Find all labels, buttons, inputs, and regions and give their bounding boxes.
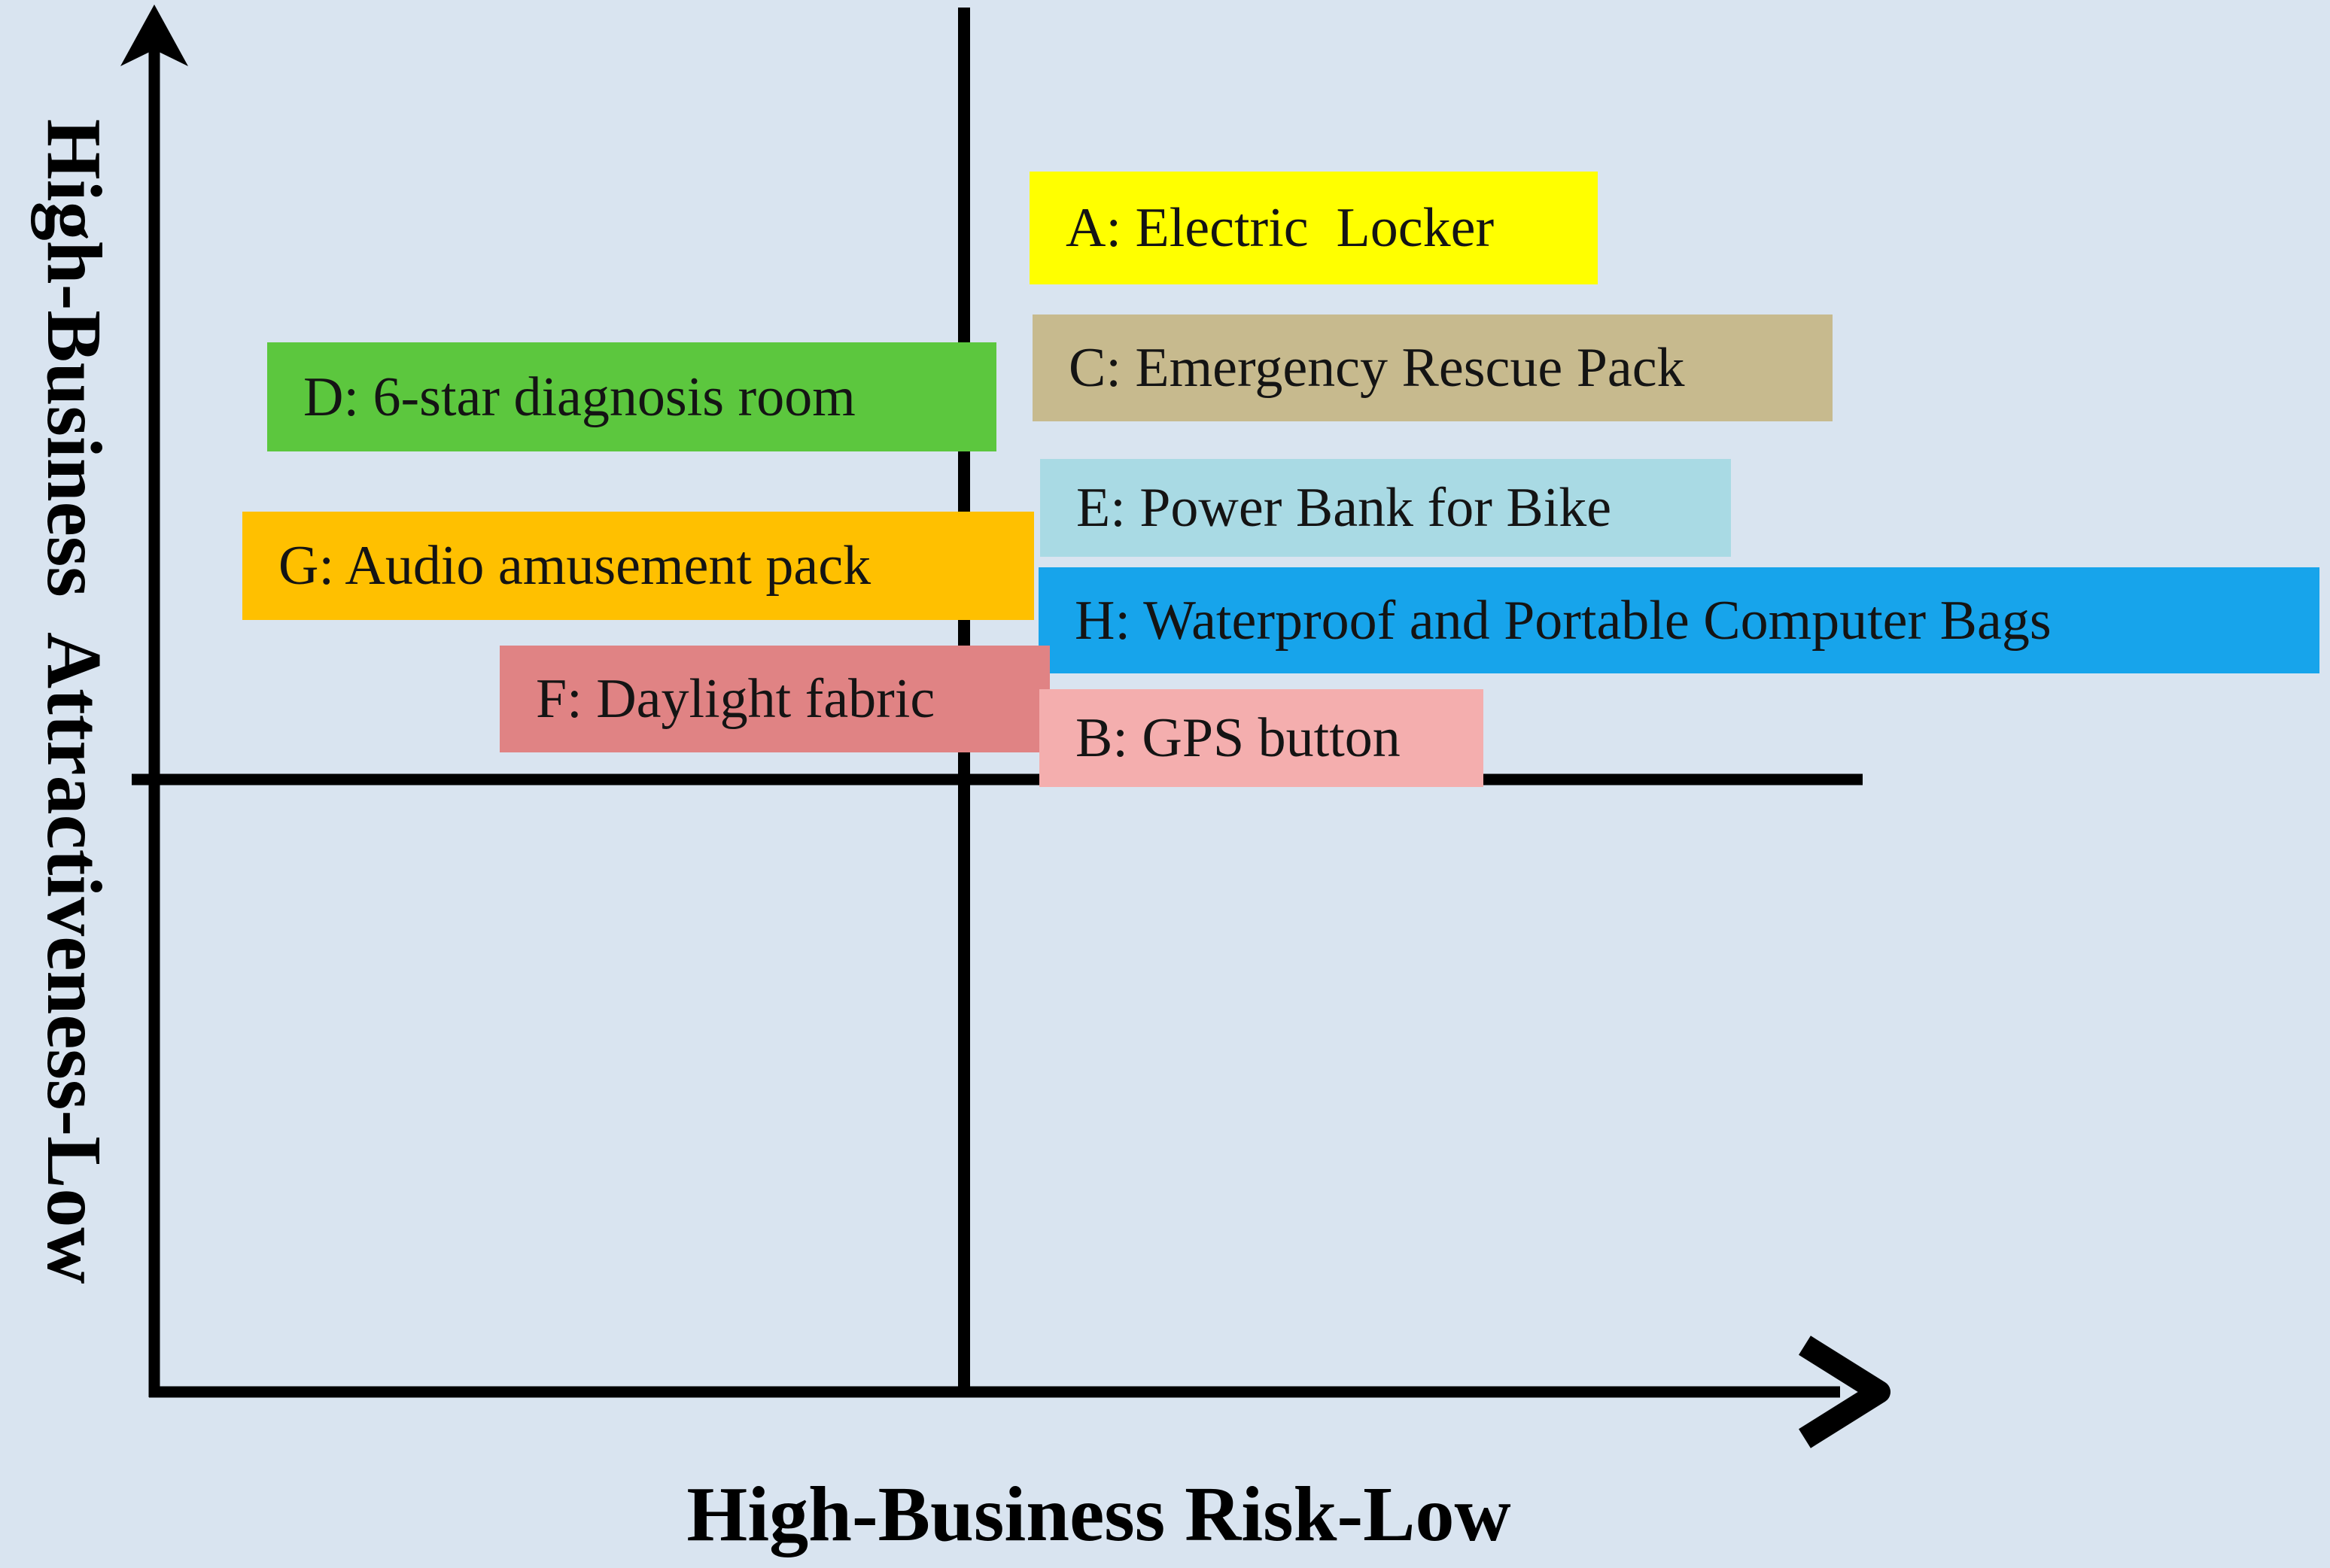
- y-axis-label: High-Business Attractiveness-Low: [31, 119, 117, 1284]
- item-box-G: G: Audio amusement pack: [242, 512, 1034, 620]
- item-box-A: A: Electric Locker: [1030, 172, 1598, 284]
- y-axis-arrowhead-icon: [120, 5, 188, 66]
- item-box-F: F: Daylight fabric: [500, 646, 1050, 752]
- item-label-H: H: Waterproof and Portable Computer Bags: [1075, 589, 2052, 652]
- item-box-B: B: GPS button: [1039, 689, 1483, 787]
- item-box-H: H: Waterproof and Portable Computer Bags: [1039, 567, 2319, 673]
- item-box-C: C: Emergency Rescue Pack: [1033, 315, 1833, 421]
- item-box-E: E: Power Bank for Bike: [1040, 459, 1731, 557]
- item-label-D: D: 6-star diagnosis room: [303, 366, 856, 428]
- x-axis-arrowhead-icon: [1799, 1336, 1890, 1448]
- item-label-A: A: Electric Locker: [1066, 197, 1495, 259]
- item-label-G: G: Audio amusement pack: [278, 535, 871, 597]
- x-axis-label: High-Business Risk-Low: [686, 1471, 1511, 1557]
- item-label-F: F: Daylight fabric: [536, 668, 935, 730]
- item-box-D: D: 6-star diagnosis room: [267, 342, 996, 451]
- item-label-C: C: Emergency Rescue Pack: [1069, 337, 1685, 399]
- item-label-E: E: Power Bank for Bike: [1076, 477, 1612, 539]
- item-label-B: B: GPS button: [1075, 707, 1401, 769]
